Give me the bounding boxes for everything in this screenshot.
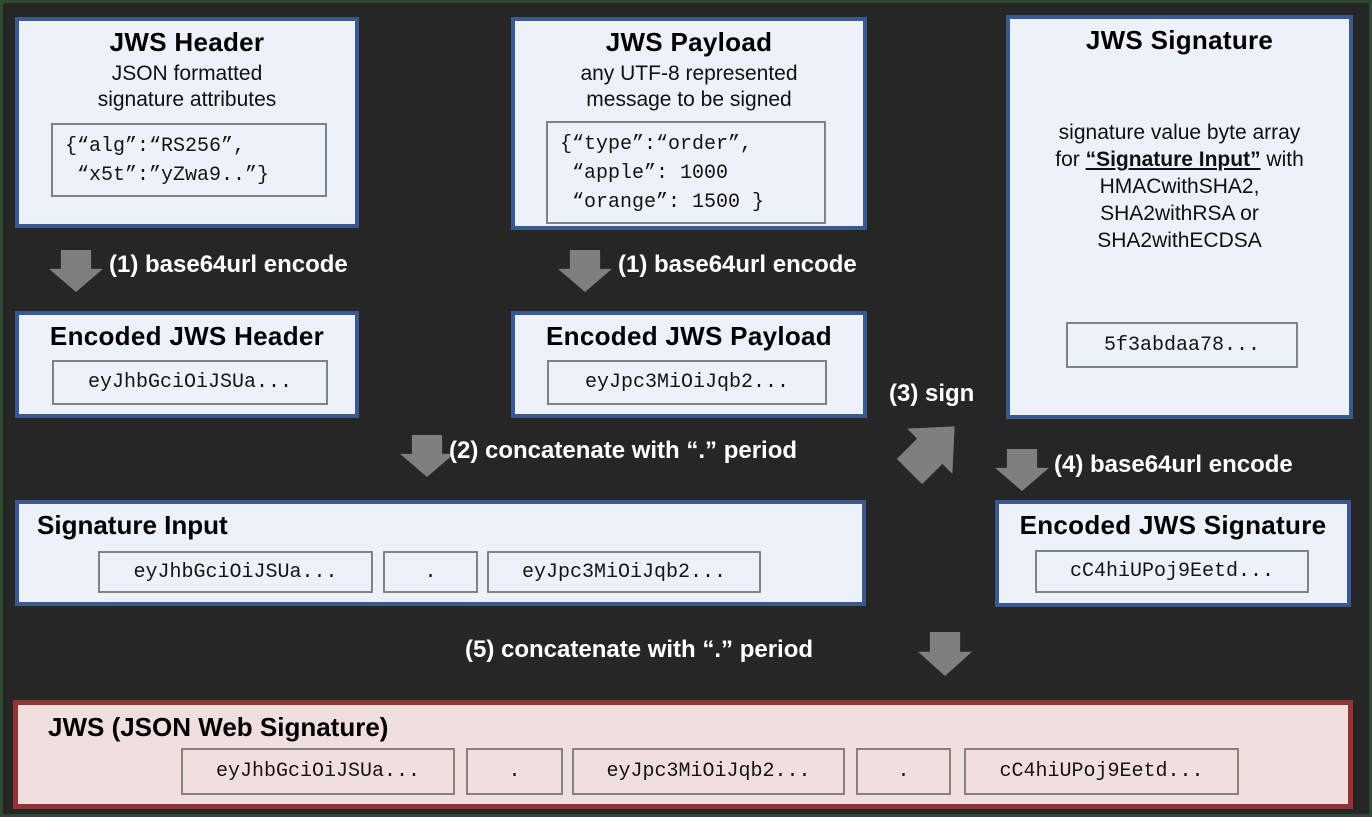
step2-concatenate-label: (2) concatenate with “.” period	[449, 437, 798, 464]
arrow-down-icon	[918, 632, 972, 676]
jws-result-panel: JWS (JSON Web Signature) eyJhbGciOiJSUa.…	[13, 700, 1353, 809]
encoded-jws-payload-panel: Encoded JWS Payload eyJpc3MiOiJqb2...	[511, 311, 867, 418]
step5-concatenate-label: (5) concatenate with “.” period	[465, 636, 814, 663]
signature-input-part-header: eyJhbGciOiJSUa...	[98, 551, 373, 593]
encoded-jws-payload-codebox: eyJpc3MiOiJqb2...	[547, 360, 827, 405]
jws-part-encoded-payload: eyJpc3MiOiJqb2...	[572, 748, 845, 795]
encoded-jws-payload-title: Encoded JWS Payload	[546, 321, 832, 351]
jws-payload-title: JWS Payload	[605, 27, 773, 57]
encoded-jws-header-panel: Encoded JWS Header eyJhbGciOiJSUa...	[15, 311, 359, 418]
jws-payload-json-line3: “orange”: 1500 }	[560, 191, 765, 214]
jws-header-json-line1: {“alg”:“RS256”,	[65, 135, 246, 158]
jws-signature-desc-line2: for “Signature Input” with	[1010, 146, 1349, 173]
encoded-jws-signature-title: Encoded JWS Signature	[1019, 510, 1327, 540]
step3-sign-label: (3) sign	[889, 380, 975, 407]
encoded-jws-signature-codebox: cC4hiUPoj9Eetd...	[1035, 550, 1309, 593]
arrow-up-right-icon	[887, 404, 978, 495]
step1-payload-label: (1) base64url encode	[618, 251, 857, 278]
jws-part-period-1: .	[466, 748, 563, 795]
arrow-down-icon	[49, 250, 103, 292]
jws-payload-panel: JWS Payload any UTF-8 represented messag…	[511, 17, 867, 230]
jws-part-period-2: .	[856, 748, 951, 795]
jws-payload-subtitle-line2: message to be signed	[586, 88, 792, 111]
arrow-down-icon	[995, 449, 1049, 491]
signature-input-title: Signature Input	[37, 510, 228, 540]
signature-input-part-payload: eyJpc3MiOiJqb2...	[487, 551, 761, 593]
step4-encode-label: (4) base64url encode	[1054, 451, 1293, 478]
arrow-down-icon	[400, 435, 454, 477]
jws-header-json-line2: “x5t”:”yZwa9..”}	[65, 164, 270, 187]
jws-signature-description: signature value byte array for “Signatur…	[1010, 119, 1349, 254]
jws-result-title: JWS (JSON Web Signature)	[48, 712, 389, 742]
jws-header-title: JWS Header	[109, 27, 265, 57]
jws-header-subtitle-line1: JSON formatted	[111, 62, 263, 85]
jws-payload-json-line2: “apple”: 1000	[560, 162, 729, 185]
jws-header-panel: JWS Header JSON formatted signature attr…	[15, 17, 359, 228]
jws-header-subtitle: JSON formatted signature attributes	[19, 61, 355, 113]
signature-input-part-period: .	[383, 551, 478, 593]
jws-signature-desc-line4: SHA2withRSA or	[1100, 202, 1259, 225]
jws-signature-desc-line3: HMACwithSHA2,	[1099, 175, 1260, 198]
signature-value-codebox: 5f3abdaa78...	[1066, 322, 1298, 368]
jws-payload-subtitle-line1: any UTF-8 represented	[580, 62, 798, 85]
jws-part-encoded-header: eyJhbGciOiJSUa...	[181, 748, 455, 795]
signature-input-panel: Signature Input eyJhbGciOiJSUa... . eyJp…	[15, 500, 866, 606]
arrow-down-icon	[558, 250, 612, 292]
step1-header-label: (1) base64url encode	[109, 251, 348, 278]
encoded-jws-header-codebox: eyJhbGciOiJSUa...	[52, 360, 328, 405]
signature-input-reference: “Signature Input”	[1085, 148, 1261, 171]
encoded-jws-header-title: Encoded JWS Header	[49, 321, 325, 351]
jws-header-json-codebox: {“alg”:“RS256”, “x5t”:”yZwa9..”}	[51, 123, 327, 197]
jws-header-subtitle-line2: signature attributes	[97, 88, 277, 111]
encoded-jws-signature-panel: Encoded JWS Signature cC4hiUPoj9Eetd...	[995, 500, 1351, 607]
jws-part-encoded-signature: cC4hiUPoj9Eetd...	[964, 748, 1239, 795]
jws-signature-panel: JWS Signature signature value byte array…	[1006, 15, 1353, 419]
jws-signature-title: JWS Signature	[1085, 25, 1274, 55]
jws-payload-subtitle: any UTF-8 represented message to be sign…	[515, 61, 863, 113]
jws-payload-json-codebox: {“type”:“order”, “apple”: 1000 “orange”:…	[546, 121, 826, 224]
jws-signature-desc-line5: SHA2withECDSA	[1097, 229, 1262, 252]
jws-signature-desc-line1: signature value byte array	[1058, 121, 1301, 144]
jws-signature-desc-line2-suffix: with	[1260, 148, 1304, 171]
jws-signature-desc-line2-prefix: for	[1055, 148, 1086, 171]
jws-payload-json-line1: {“type”:“order”,	[560, 133, 753, 156]
